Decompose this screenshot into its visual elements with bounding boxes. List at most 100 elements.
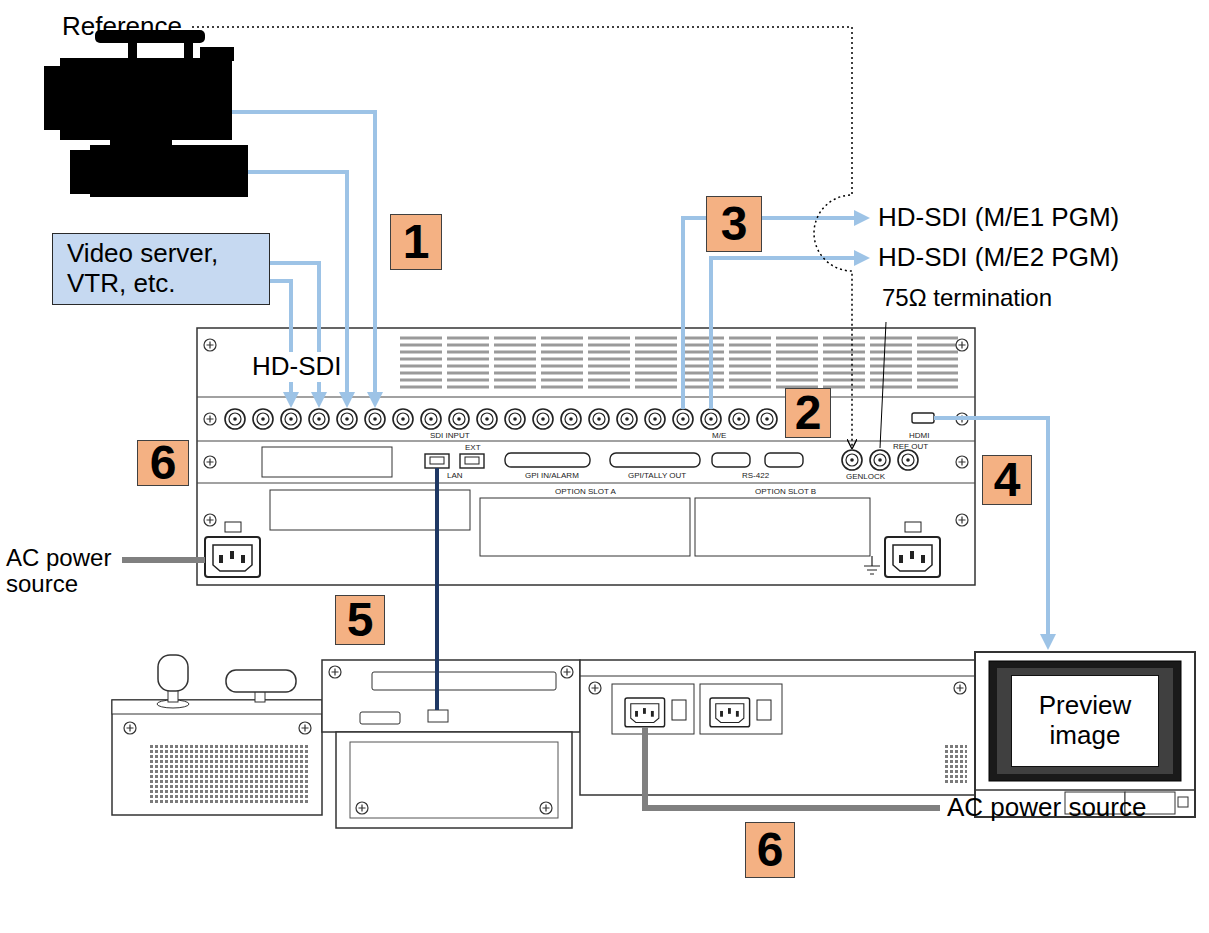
callout-number: 6: [137, 440, 189, 486]
switcher-main-unit: [204, 339, 216, 351]
port-label: GENLOCK: [846, 472, 885, 481]
switcher-main-unit: [701, 409, 721, 429]
switcher-main-unit: [197, 328, 975, 585]
switcher-main-unit: [309, 409, 329, 429]
switcher-main-unit: [365, 409, 385, 429]
hd-sdi-cable: [232, 112, 1048, 646]
lan-cable: [435, 468, 439, 710]
switcher-main-unit: [197, 328, 975, 585]
control-panel: [350, 742, 558, 818]
port-label: SDI INPUT: [430, 431, 470, 440]
switcher-main-unit: [645, 409, 665, 429]
hd-sdi-cable: [268, 281, 291, 404]
control-panel: [299, 722, 311, 734]
control-panel: [954, 682, 966, 694]
camera-icon: [44, 66, 70, 130]
reference-line: [192, 27, 852, 447]
signal-label: HD-SDI: [250, 352, 344, 382]
switcher-main-unit: [477, 409, 497, 429]
switcher-main-unit: [757, 409, 777, 429]
port-label: HDMI: [909, 431, 929, 440]
camera-icon: [128, 42, 137, 60]
signal-label: HD-SDI (M/E2 PGM): [878, 243, 1119, 273]
switcher-main-unit: [465, 457, 479, 464]
control-panel: [672, 700, 686, 720]
control-panel: [150, 745, 310, 803]
power-cable: [645, 727, 940, 808]
switcher-main-unit: [842, 450, 862, 470]
switcher-main-unit: [712, 453, 750, 467]
switcher-main-unit: [533, 409, 553, 429]
switcher-main-unit: [956, 339, 968, 351]
switcher-main-unit: [956, 514, 968, 526]
control-panel: [322, 660, 580, 732]
switcher-main-unit: [197, 397, 975, 483]
port-label: EXT: [465, 443, 481, 452]
switcher-main-unit: [480, 498, 690, 556]
leader-line: [880, 322, 886, 448]
switcher-main-unit: [505, 409, 525, 429]
switcher-main-unit: [610, 453, 700, 467]
switcher-main-unit: [765, 453, 803, 467]
port-label: M/E: [712, 431, 726, 440]
switcher-main-unit: [695, 498, 870, 556]
control-panel: [580, 660, 975, 795]
switcher-main-unit: [225, 522, 241, 532]
part-label: 75Ω termination: [882, 284, 1052, 312]
power-label: AC power source: [947, 793, 1146, 823]
control-panel: [329, 666, 341, 678]
camera-icon: [44, 30, 248, 197]
switcher-main-unit: [505, 453, 590, 467]
port-label: OPTION SLOT A: [555, 487, 616, 496]
control-panel: [124, 722, 136, 734]
camera-icon: [60, 58, 232, 140]
control-panel: [112, 655, 975, 828]
callout-number: 6: [745, 822, 795, 878]
control-panel: [112, 700, 322, 714]
port-label: LAN: [447, 471, 463, 480]
switcher-main-unit: [253, 409, 273, 429]
switcher-main-unit: [905, 522, 921, 532]
hd-sdi-cable: [711, 258, 866, 409]
power-cable: [122, 557, 205, 563]
control-panel: [428, 710, 448, 722]
switcher-main-unit: [270, 490, 470, 530]
control-panel: [625, 698, 665, 727]
switcher-main-unit: [898, 450, 918, 470]
control-panel: [158, 655, 188, 691]
switcher-main-unit: [225, 409, 245, 429]
monitor-icon: [1178, 797, 1188, 807]
control-panel: [360, 712, 400, 724]
callout-number: 5: [335, 595, 385, 645]
signal-label: Reference: [62, 12, 182, 42]
callout-number: 4: [982, 455, 1032, 505]
callout-number: 2: [785, 388, 831, 438]
switcher-main-unit: [337, 409, 357, 429]
switcher-main-unit: [204, 456, 216, 468]
switcher-main-unit: [673, 409, 693, 429]
switcher-main-unit: [205, 537, 260, 577]
switcher-main-unit: [425, 454, 449, 468]
control-panel: [710, 698, 750, 727]
switcher-main-unit: [956, 456, 968, 468]
camera-icon: [70, 150, 98, 194]
control-panel: [356, 802, 368, 814]
control-panel: [700, 684, 782, 734]
monitor-icon: [975, 789, 1195, 791]
control-panel: [336, 732, 572, 828]
callout-number: 1: [390, 214, 442, 270]
control-panel: [580, 676, 975, 677]
node-text: Video server, VTR, etc.: [67, 239, 255, 299]
camera-icon: [200, 47, 234, 61]
switcher-main-unit: [400, 338, 958, 387]
node-text: Preview image: [1020, 691, 1150, 751]
hd-sdi-cable: [268, 263, 319, 404]
control-panel: [112, 700, 322, 815]
camera-icon: [90, 145, 248, 197]
control-panel: [589, 682, 601, 694]
switcher-main-unit: [870, 450, 890, 470]
preview-screen: Preview image: [1011, 675, 1159, 767]
control-panel: [945, 745, 967, 785]
switcher-main-unit: [430, 457, 444, 464]
